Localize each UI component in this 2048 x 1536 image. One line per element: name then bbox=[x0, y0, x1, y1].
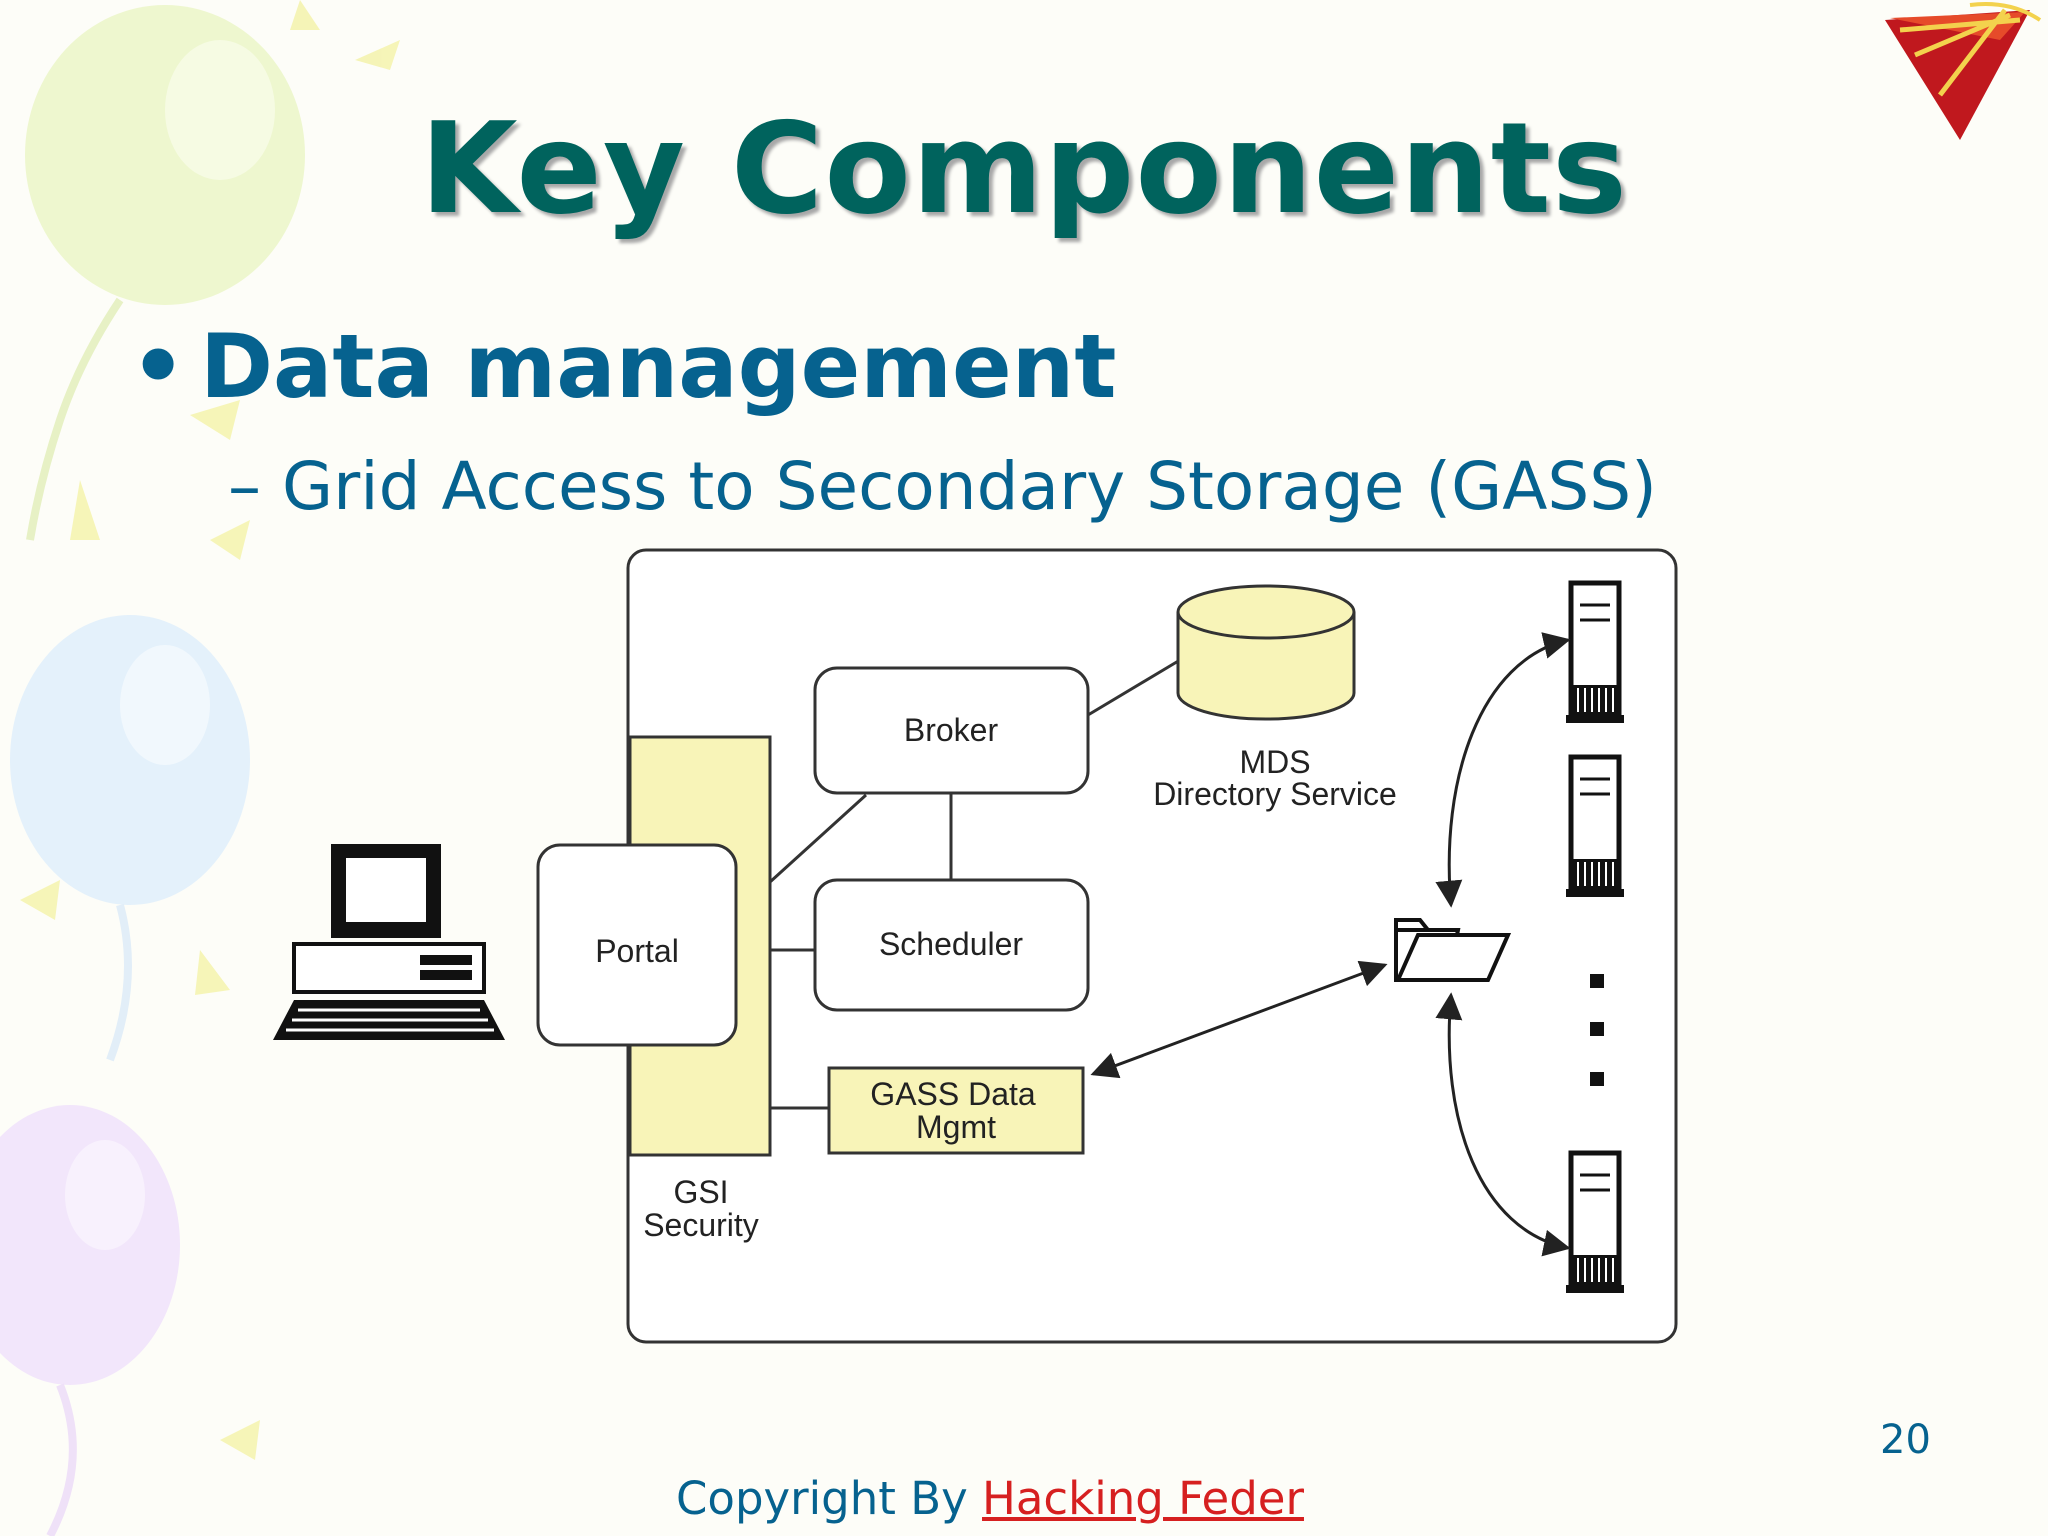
slide-title: Key Components bbox=[419, 95, 1629, 242]
server-icon bbox=[1566, 580, 1624, 723]
gsi-label-line1: GSI bbox=[673, 1174, 728, 1210]
folder-server-arrow-top bbox=[1435, 632, 1571, 908]
mds-label-line1: MDS bbox=[1239, 744, 1310, 780]
mds-label-line2: Directory Service bbox=[1153, 776, 1397, 812]
workstation-icon bbox=[273, 844, 505, 1040]
page-number: 20 bbox=[1880, 1417, 1931, 1463]
connector-line bbox=[768, 793, 868, 884]
sub-bullet-text: – Grid Access to Secondary Storage (GASS… bbox=[228, 448, 1657, 525]
folder-server-arrow-bottom bbox=[1435, 992, 1571, 1257]
portal-box bbox=[536, 843, 738, 1047]
gass-data-mgmt-box bbox=[827, 1066, 1085, 1155]
gsi-label-line2: Security bbox=[643, 1207, 759, 1243]
bullet-marker: • bbox=[130, 315, 187, 418]
bullet-item: •Data management bbox=[130, 315, 1116, 418]
logo-icon bbox=[1885, 2, 2042, 140]
footer-author-link[interactable]: Hacking Feder bbox=[982, 1472, 1304, 1525]
broker-label: Broker bbox=[904, 712, 999, 748]
more-servers-dots bbox=[1590, 974, 1604, 1086]
portal-label: Portal bbox=[595, 933, 679, 969]
server-icon bbox=[1566, 1150, 1624, 1293]
connector-line bbox=[1087, 658, 1181, 717]
broker-box bbox=[813, 666, 1090, 795]
bullet-text: Data management bbox=[200, 315, 1117, 418]
gass-folder-arrow bbox=[1090, 960, 1388, 1079]
server-icon bbox=[1566, 754, 1624, 897]
footer-prefix: Copyright By bbox=[676, 1472, 968, 1525]
gass-label-line2: Mgmt bbox=[916, 1109, 996, 1145]
footer-copyright: Copyright By Hacking Feder bbox=[0, 1472, 1980, 1525]
gass-label-line1: GASS Data bbox=[870, 1076, 1036, 1112]
scheduler-label: Scheduler bbox=[879, 926, 1023, 962]
scheduler-box bbox=[813, 878, 1090, 1012]
database-icon bbox=[1176, 584, 1356, 721]
folder-icon bbox=[1394, 918, 1512, 982]
